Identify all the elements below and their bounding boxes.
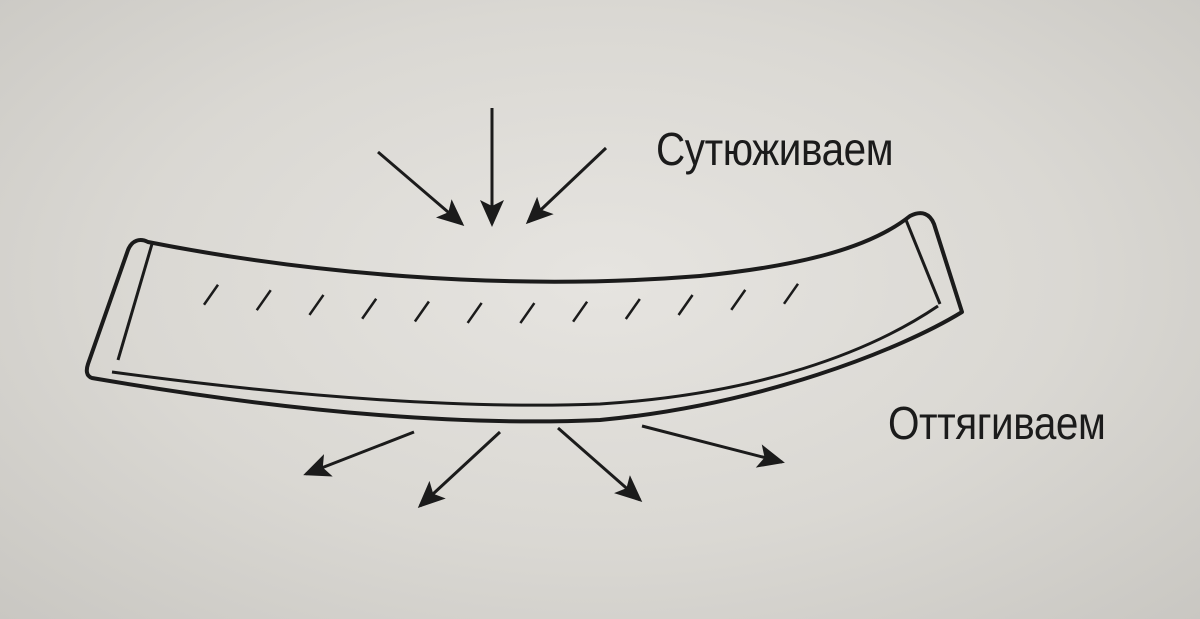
hatch-mark (202, 284, 220, 306)
hatch-mark (730, 289, 747, 311)
stretch-arrow-2 (417, 430, 502, 509)
hatch-mark (572, 300, 589, 323)
hatch-mark (624, 298, 641, 320)
compress-arrow-left (377, 150, 465, 226)
hatch-mark (413, 300, 430, 323)
stretch-arrow-1 (303, 430, 415, 477)
band-left-fold (116, 243, 154, 361)
compress-arrow-right (525, 146, 608, 225)
band-outer-outline (84, 211, 964, 424)
stretch-arrow-4 (641, 424, 785, 468)
hatch-mark (255, 289, 272, 311)
hatch-mark (466, 302, 483, 324)
hatch-marks (202, 283, 800, 324)
hatch-mark (677, 294, 694, 316)
stretch-arrow-3 (557, 426, 643, 502)
stretch-label: Оттягиваем (888, 397, 1106, 449)
hatch-mark (519, 302, 536, 324)
hatch-mark (361, 298, 378, 320)
hatch-mark (308, 294, 325, 316)
band-inner-bottom-line (111, 304, 939, 407)
band-right-fold (904, 219, 942, 305)
hatch-mark (782, 283, 800, 305)
compress-label: Сутюживаем (656, 123, 894, 175)
